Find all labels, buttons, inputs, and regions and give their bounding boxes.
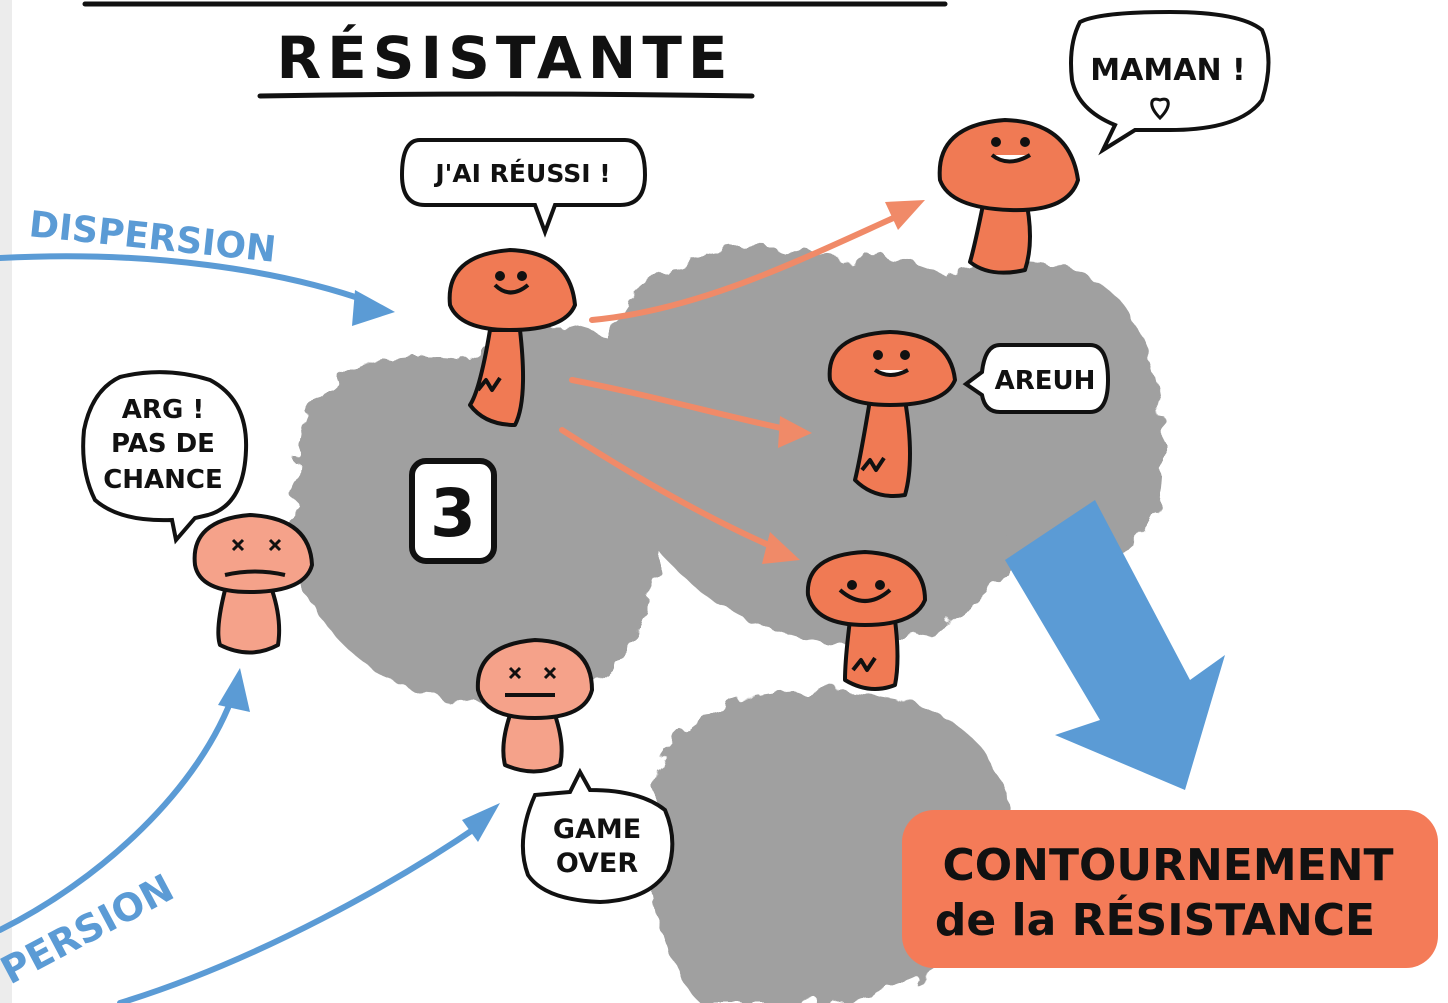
mushrooms <box>192 118 1080 774</box>
mushroom-maman-icon <box>937 118 1080 275</box>
bubble-maman-text: MAMAN ! <box>1090 53 1245 88</box>
arrowhead-icon <box>352 290 395 326</box>
bubble-maman: MAMAN ! <box>1069 9 1271 156</box>
mushroom-dead-gameover-icon <box>475 638 594 774</box>
page-title: RÉSISTANTE <box>276 23 733 92</box>
dispersion-arrow-top <box>0 253 373 305</box>
spread-arrow-middle <box>569 377 793 433</box>
mushroom-dead-arg-icon <box>192 513 314 655</box>
bubble-game-over: GAME OVER <box>520 767 675 905</box>
bubble-areuh: AREUH <box>962 343 1111 414</box>
title-underline <box>257 91 755 99</box>
arrowhead-icon <box>462 803 500 842</box>
result-line-1: CONTOURNEMENT <box>942 840 1393 891</box>
spread-arrow-up <box>589 212 903 323</box>
heart-icon <box>1150 97 1170 121</box>
mushroom-happy-icon <box>805 550 927 691</box>
bubble-arg-line2: PAS DE <box>111 429 215 459</box>
arrowhead-icon <box>885 200 925 230</box>
dispersion-arrows <box>0 253 483 1003</box>
result-line-2: de la RÉSISTANCE <box>935 893 1375 946</box>
dispersion-arrow-bottom <box>117 822 483 1003</box>
bubble-game-over-line1: GAME <box>553 814 641 845</box>
spread-arrow-down <box>559 427 783 553</box>
result-box: CONTOURNEMENT de la RÉSISTANCE <box>902 810 1438 968</box>
mushroom-success-icon <box>447 248 577 427</box>
result-box-bg <box>902 810 1438 968</box>
arrowhead-icon <box>218 668 250 712</box>
spread-arrowheads <box>762 200 925 564</box>
dispersion-arrowheads <box>218 290 500 842</box>
dispersion-arrow-left <box>0 687 238 933</box>
leaf-right <box>930 261 1164 568</box>
arrowhead-icon <box>778 416 812 448</box>
step-badge: 3 <box>409 458 497 564</box>
step-number: 3 <box>430 475 476 552</box>
bubble-reussi: J'AI RÉUSSI ! <box>399 138 648 238</box>
bubble-game-over-line2: OVER <box>556 848 639 879</box>
page-edge <box>0 0 12 1003</box>
bubble-arg-line1: ARG ! <box>122 395 204 425</box>
bubble-arg-line3: CHANCE <box>103 465 223 495</box>
dispersion-label-bottom: PERSION <box>0 866 181 993</box>
bubble-areuh-text: AREUH <box>995 366 1096 396</box>
arrowhead-icon <box>762 532 800 564</box>
big-arrow-icon <box>1005 500 1225 790</box>
mushroom-areuh-icon <box>827 330 957 498</box>
bubble-reussi-text: J'AI RÉUSSI ! <box>433 159 610 188</box>
bubble-arg: ARG ! PAS DE CHANCE <box>81 370 249 545</box>
spread-arrows <box>559 212 903 553</box>
